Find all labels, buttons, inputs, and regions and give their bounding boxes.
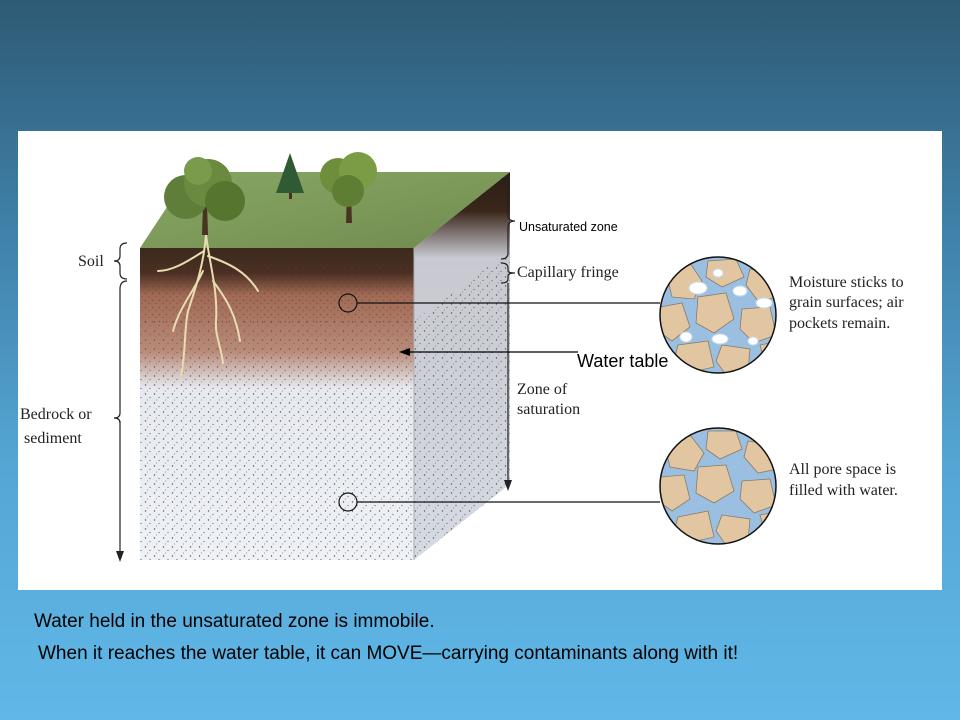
capillary-fringe-label: Capillary fringe: [517, 264, 619, 281]
magnified-saturated-pore: [659, 427, 777, 545]
saturation-arrow-head: [504, 480, 512, 491]
callout-upper-line2: grain surfaces; air: [789, 294, 904, 311]
unsaturated-dots-front: [140, 263, 414, 323]
bedrock-label-line2: sediment: [24, 430, 82, 447]
water-table-label: Water table: [577, 351, 668, 371]
pine-tree-icon: [276, 153, 304, 199]
callout-lower-line2: filled with water.: [789, 482, 898, 499]
right-annotations: [500, 178, 516, 481]
unsaturated-brace: [500, 178, 516, 260]
diagram-svg: Soil Bedrock or sediment Unsaturated zon…: [20, 152, 904, 562]
magnified-unsaturated-pore: [659, 256, 777, 374]
saturated-dots-front: [140, 321, 414, 560]
zone-of-saturation-line2: saturation: [517, 401, 580, 418]
groundwater-diagram: Soil Bedrock or sediment Unsaturated zon…: [18, 131, 942, 590]
bedrock-brace: [113, 280, 128, 424]
capillary-brace: [500, 262, 516, 284]
caption-line-2: When it reaches the water table, it can …: [38, 643, 739, 664]
soil-block: [140, 172, 510, 560]
left-annotations: [113, 242, 128, 553]
soil-brace: [113, 242, 128, 280]
caption-line-1: Water held in the unsaturated zone is im…: [34, 611, 435, 632]
tree-roots: [157, 234, 259, 377]
callout-upper-line3: pockets remain.: [789, 315, 890, 332]
tree-right-icon: [320, 152, 377, 223]
water-table-arrow-head: [399, 348, 410, 356]
soil-label: Soil: [78, 253, 104, 270]
callout-lower-line1: All pore space is: [789, 461, 896, 478]
bedrock-arrow-head: [116, 551, 124, 562]
tree-left-icon: [164, 157, 245, 235]
zone-of-saturation-line1: Zone of: [517, 381, 568, 398]
saturated-dots-side: [414, 251, 510, 560]
unsaturated-zone-label: Unsaturated zone: [519, 220, 618, 234]
bedrock-label-line1: Bedrock or: [20, 406, 92, 423]
callout-upper-line1: Moisture sticks to: [789, 274, 904, 291]
